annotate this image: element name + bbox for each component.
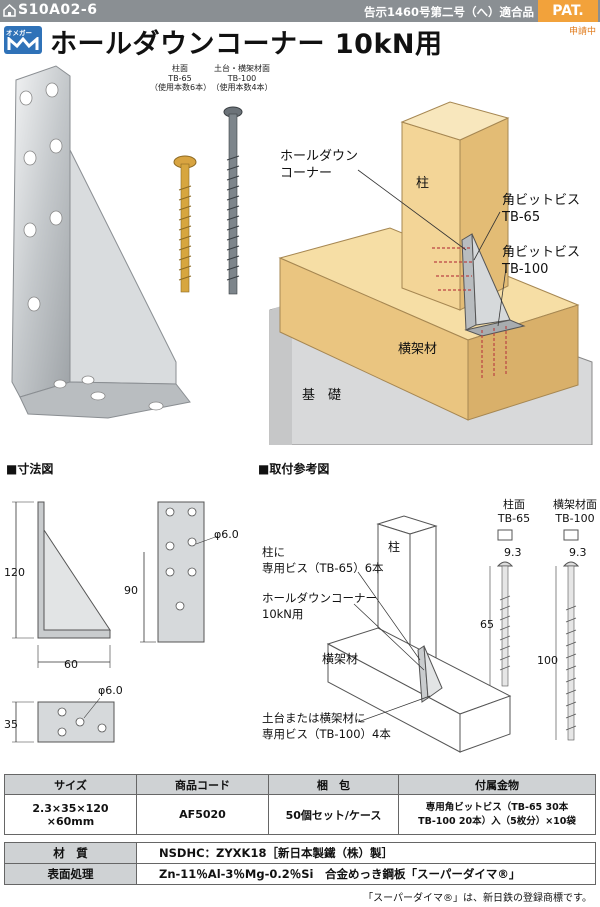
approval-text: 告示1460号第二号（へ）適合品	[363, 5, 534, 19]
tb65-length: 65	[480, 618, 494, 631]
header-size: サイズ	[4, 774, 137, 795]
header-bar	[0, 0, 600, 22]
spec-table-row: 2.3×35×120×60mm AF5020 50個セット/ケース 専用角ビット…	[4, 794, 596, 835]
dimension-section-title: ■寸法図	[6, 462, 54, 476]
finish-value: Zn-11％Al-3％Mg-0.2％Si 合金めっき鋼板「スーパーダイマ®」	[136, 863, 596, 885]
bracket-photo	[11, 65, 191, 419]
dim-35: 35	[4, 718, 18, 731]
material-table: 材 質 NSDHC：ZYXK18［新日本製鐵（株）製］ 表面処理 Zn-11％A…	[4, 842, 596, 885]
pat-pending: 申請中	[568, 27, 596, 37]
product-code: S10A02-6	[18, 2, 98, 18]
tb100-diameter: 9.3	[569, 546, 587, 559]
dim-90: 90	[124, 584, 138, 597]
finish-row: 表面処理 Zn-11％Al-3％Mg-0.2％Si 合金めっき鋼板「スーパーダイ…	[4, 863, 596, 885]
dim-hole-front: φ6.0	[214, 528, 239, 541]
omega-logo-icon	[7, 37, 39, 50]
header-code: 商品コード	[136, 774, 269, 795]
tb65-diameter: 9.3	[504, 546, 522, 559]
installation-section-title: ■取付参考図	[258, 462, 330, 476]
cell-packing: 50個セット/ケース	[268, 794, 399, 835]
home-icon	[3, 4, 16, 17]
screws-photo	[173, 106, 243, 295]
header-accessories: 付属金物	[398, 774, 596, 795]
dimension-drawing	[12, 501, 219, 743]
holdown-label: ホールダウンコーナー	[280, 149, 359, 181]
installation-drawing	[326, 515, 580, 753]
install-note-column: 柱に専用ビス（TB-65）6本	[262, 545, 384, 575]
install-note-beam: 土台または横架材に専用ビス（TB-100）4本	[262, 711, 391, 741]
trademark-footnote: 「スーパーダイマ®」は、新日鉄の登録商標です。	[363, 893, 592, 904]
install-column-label: 柱	[388, 540, 401, 554]
installation-illustration	[269, 101, 593, 445]
page-title: ホールダウンコーナー 10kN用	[50, 29, 443, 60]
dim-hole-base: φ6.0	[98, 684, 123, 697]
header-packing: 梱 包	[268, 774, 399, 795]
beam-label: 横架材	[398, 342, 438, 357]
material-value: NSDHC：ZYXK18［新日本製鐵（株）製］	[136, 842, 596, 864]
material-row: 材 質 NSDHC：ZYXK18［新日本製鐵（株）製］	[4, 842, 596, 864]
dim-60: 60	[64, 658, 78, 671]
brand-logo-text: オメガー	[6, 29, 32, 37]
cell-code: AF5020	[136, 794, 269, 835]
pat-badge: PAT.	[538, 0, 598, 22]
material-label: 材 質	[4, 842, 137, 864]
dim-120: 120	[4, 566, 25, 579]
foundation-label: 基 礎	[302, 388, 342, 403]
spec-table: サイズ 商品コード 梱 包 付属金物 2.3×35×120×60mm AF502…	[4, 774, 596, 835]
install-beam-label: 横架材	[322, 652, 359, 666]
column-label: 柱	[416, 176, 430, 191]
finish-label: 表面処理	[4, 863, 137, 885]
tb100-length: 100	[537, 654, 558, 667]
cell-size: 2.3×35×120×60mm	[4, 794, 137, 835]
spec-table-header: サイズ 商品コード 梱 包 付属金物	[4, 774, 596, 795]
